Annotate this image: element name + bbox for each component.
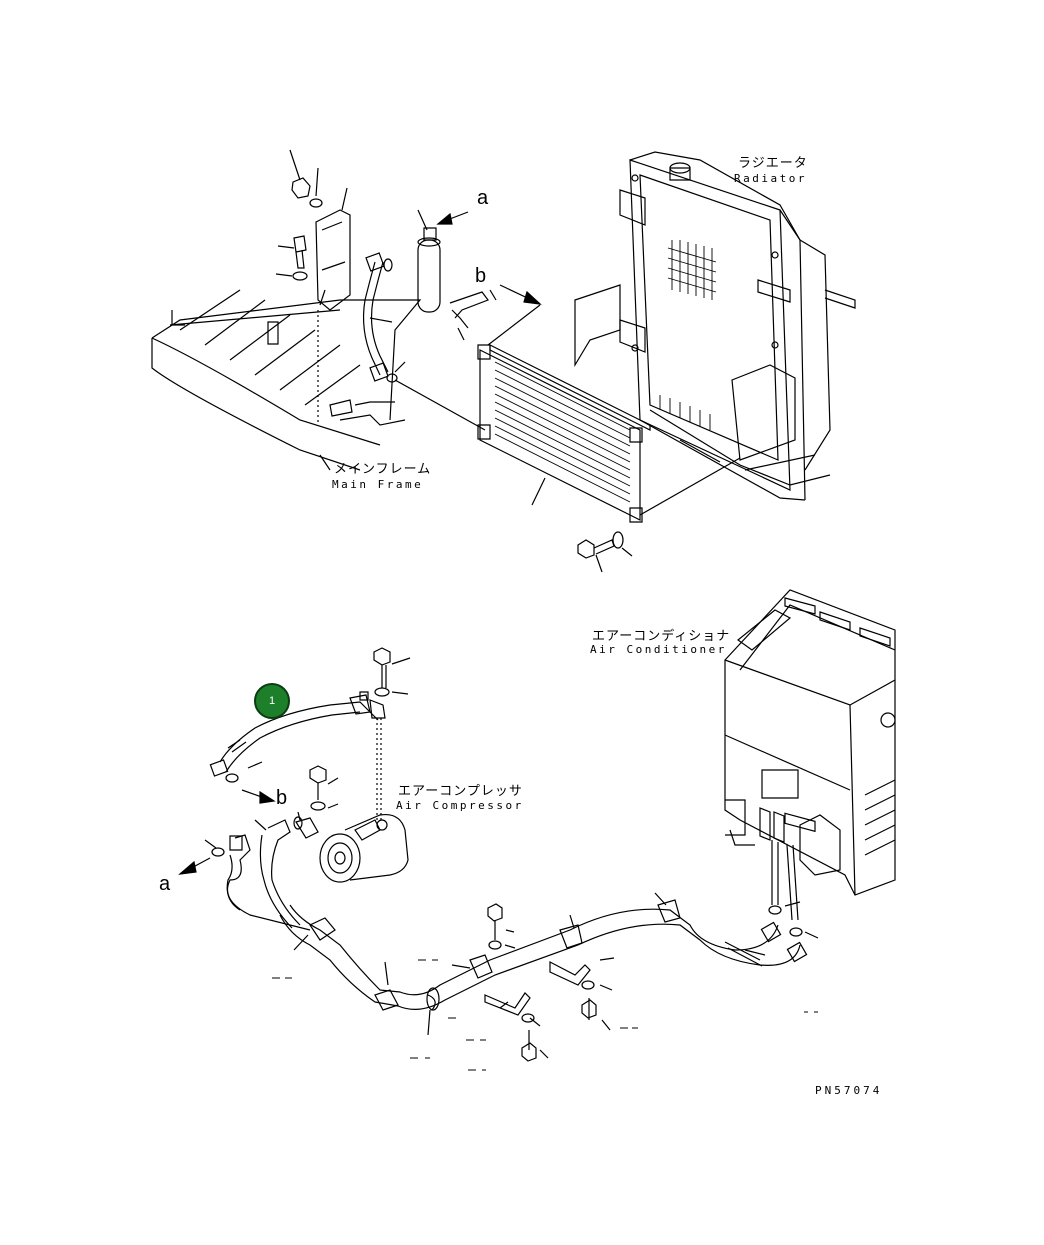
air-conditioner-unit bbox=[725, 590, 895, 895]
arrow-b-top bbox=[500, 285, 540, 304]
receiver-bracket bbox=[276, 150, 350, 425]
discharge-hose bbox=[210, 692, 385, 782]
connection-letter-a-bottom: a bbox=[159, 873, 171, 895]
connection-letter-b-top: b bbox=[475, 265, 487, 287]
connection-letter-b-bottom: b bbox=[276, 787, 288, 809]
main-frame-label-en: Main Frame bbox=[332, 478, 424, 491]
radiator-label-jp: ラジエータ bbox=[738, 156, 808, 171]
compressor-bolts bbox=[310, 648, 410, 810]
hose-clamps bbox=[310, 900, 680, 1010]
long-hose-assembly bbox=[280, 905, 807, 1009]
air-conditioner-label-jp: エアーコンディショナ bbox=[592, 629, 731, 644]
arrow-b-bottom bbox=[242, 790, 274, 803]
main-frame-label-jp: メインフレーム bbox=[334, 462, 432, 477]
radiator-label-en: Radiator bbox=[734, 172, 807, 185]
ac-fittings bbox=[769, 840, 818, 938]
index-marks bbox=[272, 960, 818, 1070]
arrow-a-bottom bbox=[180, 858, 210, 874]
condenser-bolt bbox=[578, 532, 632, 572]
receiver-hose bbox=[364, 253, 405, 382]
drawing-code: PN57074 bbox=[815, 1084, 883, 1097]
air-compressor-label-en: Air Compressor bbox=[396, 799, 524, 812]
compressor-hose bbox=[205, 812, 318, 930]
arrow-a-top bbox=[438, 212, 468, 224]
receiver-drier bbox=[418, 210, 440, 312]
radiator bbox=[575, 152, 855, 500]
air-conditioner-label-en: Air Conditioner bbox=[590, 643, 727, 656]
condenser bbox=[395, 305, 740, 522]
callout-marker-1[interactable]: 1 bbox=[254, 683, 290, 719]
main-frame bbox=[152, 290, 420, 470]
air-compressor bbox=[320, 718, 408, 882]
air-compressor-label-jp: エアーコンプレッサ bbox=[398, 784, 523, 799]
clip-brackets bbox=[294, 893, 666, 1061]
connection-letter-a-top: a bbox=[477, 187, 489, 209]
short-hose bbox=[450, 290, 496, 340]
